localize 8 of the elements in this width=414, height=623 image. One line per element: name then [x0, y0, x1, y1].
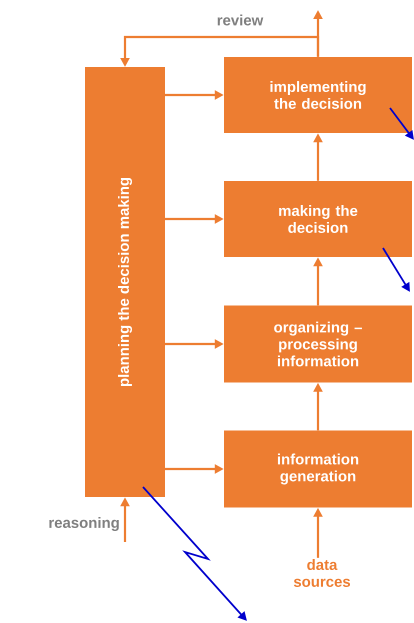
edge-label: reasoning [49, 517, 119, 531]
process-box: planning the decision making [85, 67, 165, 497]
edge-label: review [218, 14, 264, 26]
process-box: implementing the decision [224, 57, 412, 133]
source-text: data sources [294, 559, 350, 587]
process-box: making the decision [224, 181, 412, 257]
process-box: organizing – processing information [224, 306, 412, 382]
process-box: information generation [224, 430, 412, 508]
